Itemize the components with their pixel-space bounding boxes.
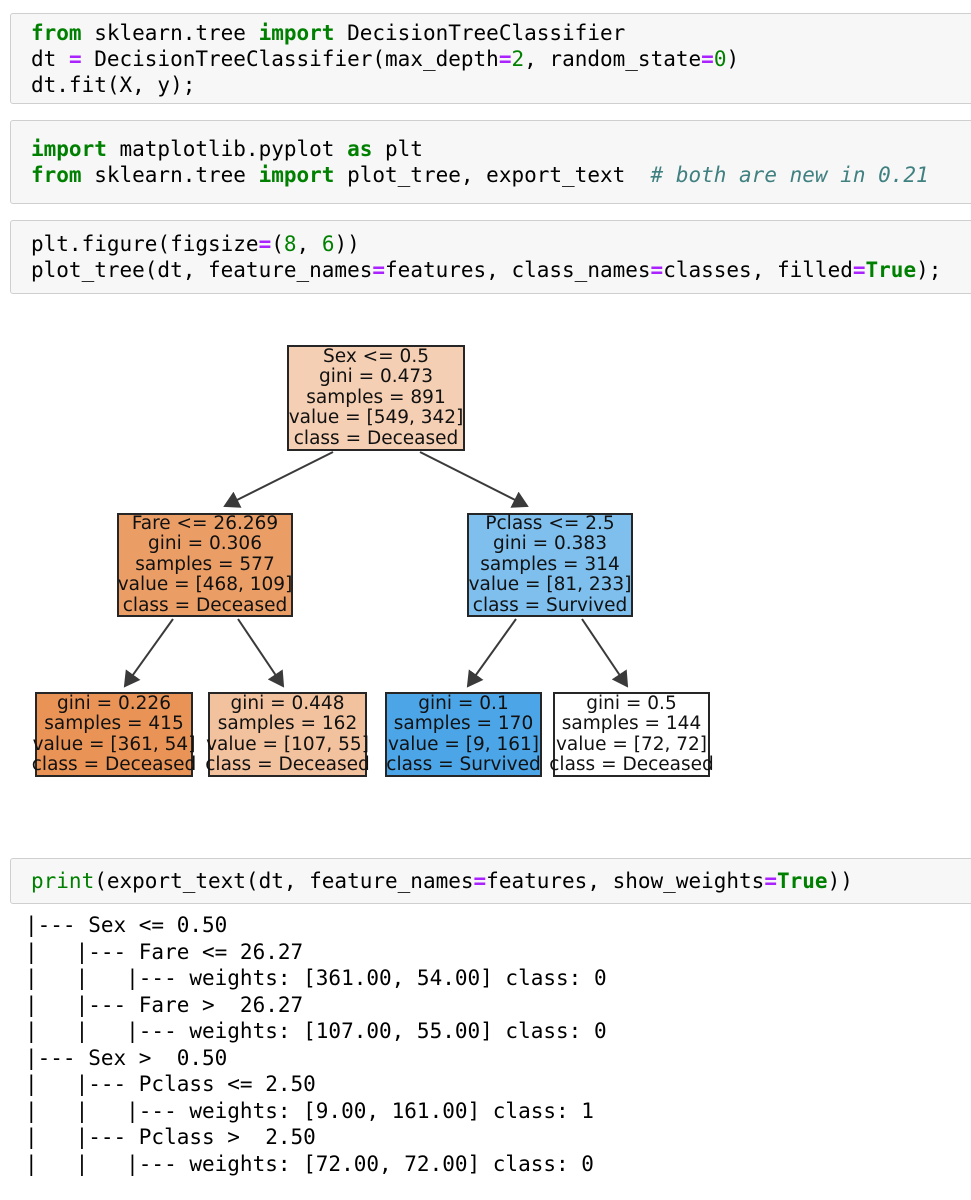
code-line: plt.figure(figsize=(8, 6)) bbox=[31, 232, 360, 256]
code-line: plot_tree(dt, feature_names=features, cl… bbox=[31, 258, 942, 282]
code-line: from sklearn.tree import DecisionTreeCla… bbox=[31, 20, 626, 45]
code-line: dt = DecisionTreeClassifier(max_depth=2,… bbox=[31, 46, 740, 71]
code-line: print(export_text(dt, feature_names=feat… bbox=[31, 869, 853, 893]
code-line: dt.fit(X, y); bbox=[31, 72, 196, 97]
code-cell-imports-plotting[interactable]: import matplotlib.pyplot as plt from skl… bbox=[10, 120, 971, 204]
code-line: from sklearn.tree import plot_tree, expo… bbox=[31, 163, 929, 187]
code-line: import matplotlib.pyplot as plt bbox=[31, 137, 423, 161]
code-cell-export-text[interactable]: print(export_text(dt, feature_names=feat… bbox=[10, 858, 971, 904]
export-text-output: |--- Sex <= 0.50| |--- Fare <= 26.27| | … bbox=[25, 913, 607, 1176]
code-cell-plot-tree[interactable]: plt.figure(figsize=(8, 6)) plot_tree(dt,… bbox=[10, 220, 971, 294]
code-cell-fit-decision-tree[interactable]: from sklearn.tree import DecisionTreeCla… bbox=[10, 13, 971, 104]
